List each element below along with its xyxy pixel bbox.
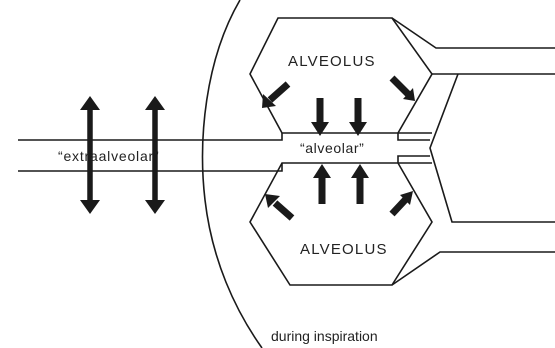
neighbour-alveolus-outline bbox=[391, 251, 555, 286]
vessel-wall-bottom bbox=[18, 155, 430, 172]
extraalveolar-arrow-left bbox=[80, 96, 100, 214]
neighbour-alveolus-outline bbox=[391, 17, 555, 49]
extraalveolar-arrow-right bbox=[145, 96, 165, 214]
alveolar-arrow-down bbox=[349, 98, 367, 136]
neighbour-alveolus-outline bbox=[429, 73, 555, 223]
alveolus-bottom-label: ALVEOLUS bbox=[300, 241, 388, 258]
alveolar-arrow-up bbox=[313, 164, 331, 204]
pleura-curve bbox=[201, 0, 263, 348]
alveolus-top-label: ALVEOLUS bbox=[288, 53, 376, 70]
alveolar-arrow-diagonal bbox=[389, 75, 415, 101]
alveolar-label: “alveolar” bbox=[300, 140, 364, 156]
caption: during inspiration bbox=[271, 328, 378, 344]
alveolar-arrow-diagonal bbox=[389, 191, 413, 217]
alveolar-arrow-diagonal bbox=[265, 194, 295, 221]
vessel-wall-top bbox=[18, 133, 430, 141]
alveolus-top-outline bbox=[249, 17, 433, 134]
alveolus-bottom-outline bbox=[249, 162, 433, 286]
extraalveolar-label: “extraalveolar” bbox=[58, 148, 159, 164]
alveolar-arrow-up bbox=[351, 164, 369, 204]
alveolar-arrow-diagonal bbox=[262, 81, 291, 108]
alveolar-arrow-down bbox=[311, 98, 329, 136]
